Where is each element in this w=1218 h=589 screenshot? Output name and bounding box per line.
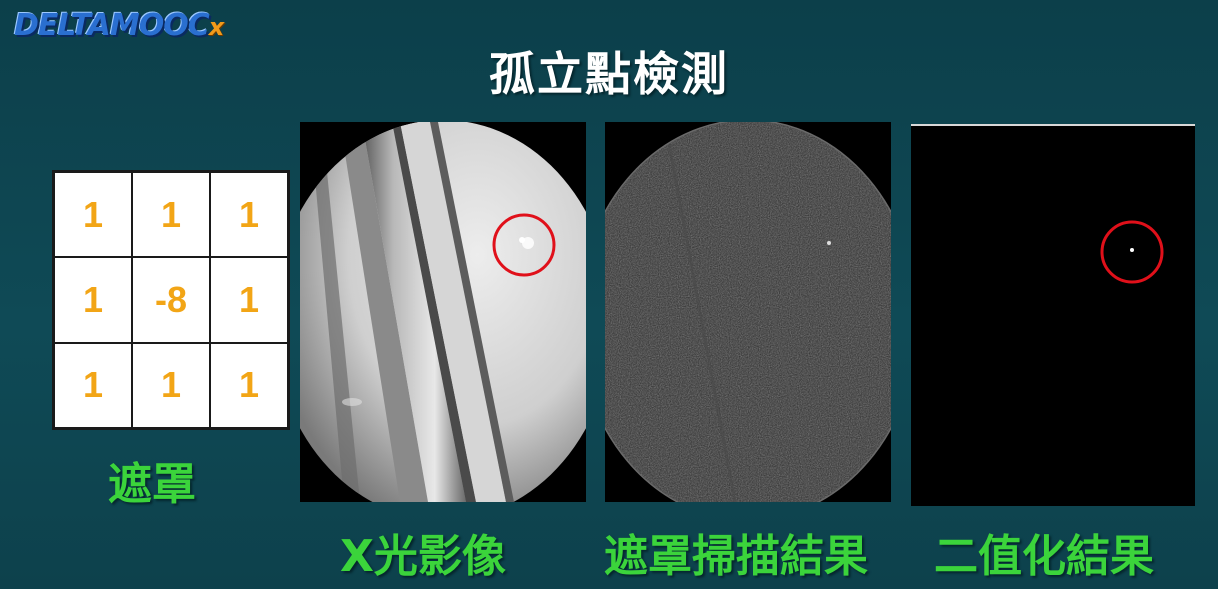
mask-cell: 1 bbox=[210, 342, 288, 428]
mask-cell: 1 bbox=[54, 342, 132, 428]
xray-image bbox=[300, 122, 586, 502]
highlight-circle bbox=[1100, 220, 1164, 284]
highlight-circle bbox=[492, 213, 556, 277]
xray-caption: X光影像 bbox=[340, 531, 506, 582]
mask-cell: 1 bbox=[210, 257, 288, 343]
mask-cell: 1 bbox=[210, 172, 288, 258]
binarized-caption: 二值化結果 bbox=[934, 531, 1154, 582]
mask-cell-center: -8 bbox=[132, 257, 210, 343]
mask-scan-caption: 遮罩掃描結果 bbox=[604, 531, 868, 582]
mask-grid: 1 1 1 1 -8 1 1 1 1 bbox=[52, 170, 290, 430]
slide-title: 孤立點檢測 bbox=[489, 47, 729, 101]
binarized-image bbox=[911, 124, 1195, 506]
logo-main-text: DELTAMOOC bbox=[14, 8, 210, 43]
mask-cell: 1 bbox=[54, 257, 132, 343]
mask-scan-image bbox=[605, 122, 891, 502]
mask-cell: 1 bbox=[132, 172, 210, 258]
logo-suffix-text: x bbox=[208, 13, 225, 41]
mask-cell: 1 bbox=[132, 342, 210, 428]
mask-cell: 1 bbox=[54, 172, 132, 258]
deltamoocx-logo: DELTAMOOCx bbox=[14, 8, 225, 43]
mask-caption: 遮罩 bbox=[108, 459, 196, 510]
